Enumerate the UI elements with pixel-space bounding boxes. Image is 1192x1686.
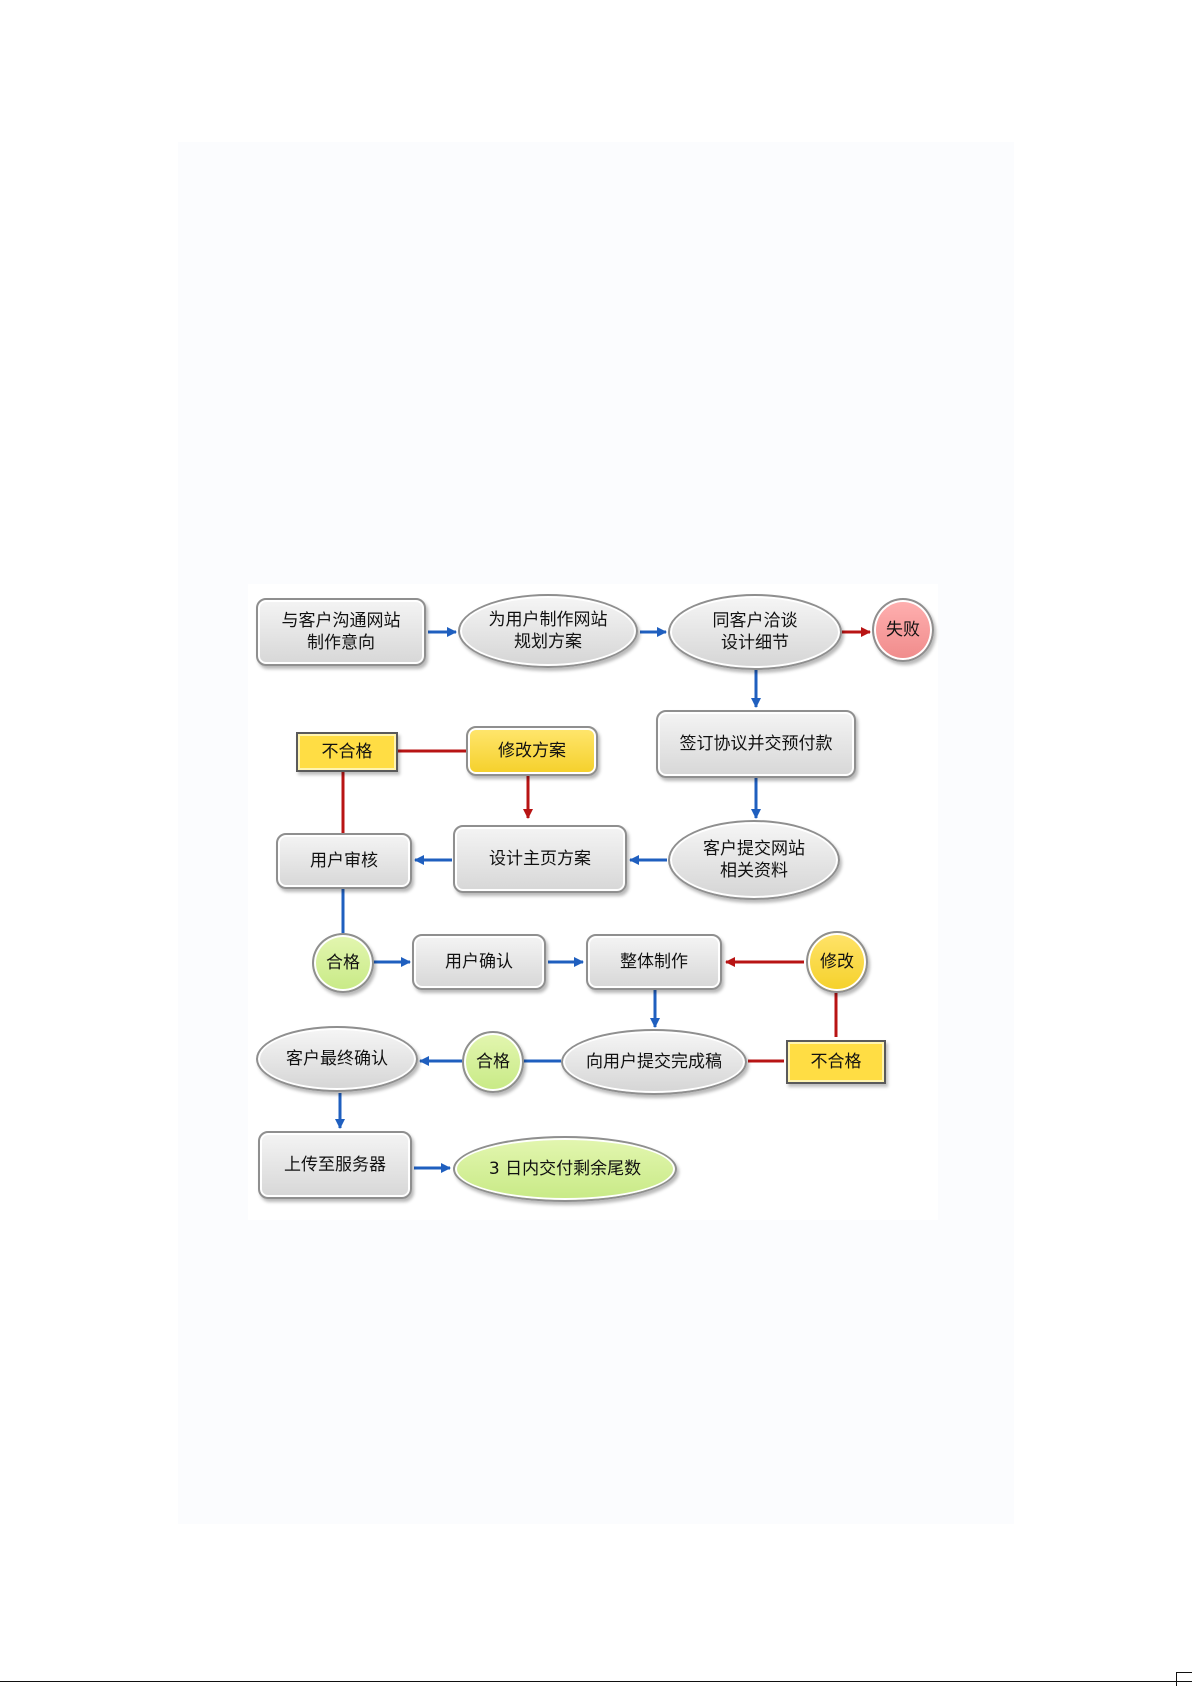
node-negotiate: 同客户洽谈 设计细节	[668, 594, 842, 670]
node-upload: 上传至服务器	[258, 1131, 412, 1199]
node-pass-1: 合格	[312, 933, 374, 993]
node-fail-top: 不合格	[296, 732, 398, 772]
flowchart-panel	[248, 584, 938, 1220]
node-user-confirm: 用户确认	[412, 934, 546, 990]
page-corner-mark	[1176, 1672, 1192, 1686]
node-pay-balance: 3 日内交付剩余尾数	[453, 1136, 677, 1202]
node-revise-plan: 修改方案	[466, 726, 598, 776]
node-fail-bottom: 不合格	[786, 1040, 886, 1084]
node-fail: 失败	[872, 598, 934, 662]
node-communicate: 与客户沟通网站 制作意向	[256, 598, 426, 666]
node-build: 整体制作	[586, 934, 722, 990]
node-final-confirm: 客户最终确认	[256, 1026, 418, 1092]
node-revise: 修改	[806, 931, 868, 993]
node-submit-final: 向用户提交完成稿	[561, 1029, 747, 1095]
page-bottom-rule	[0, 1681, 1192, 1682]
node-pass-2: 合格	[462, 1031, 524, 1093]
node-user-review: 用户审核	[276, 833, 412, 889]
node-design-home: 设计主页方案	[453, 825, 627, 893]
node-submit-materials: 客户提交网站 相关资料	[668, 820, 840, 900]
node-sign: 签订协议并交预付款	[656, 710, 856, 778]
node-plan: 为用户制作网站 规划方案	[458, 594, 638, 668]
